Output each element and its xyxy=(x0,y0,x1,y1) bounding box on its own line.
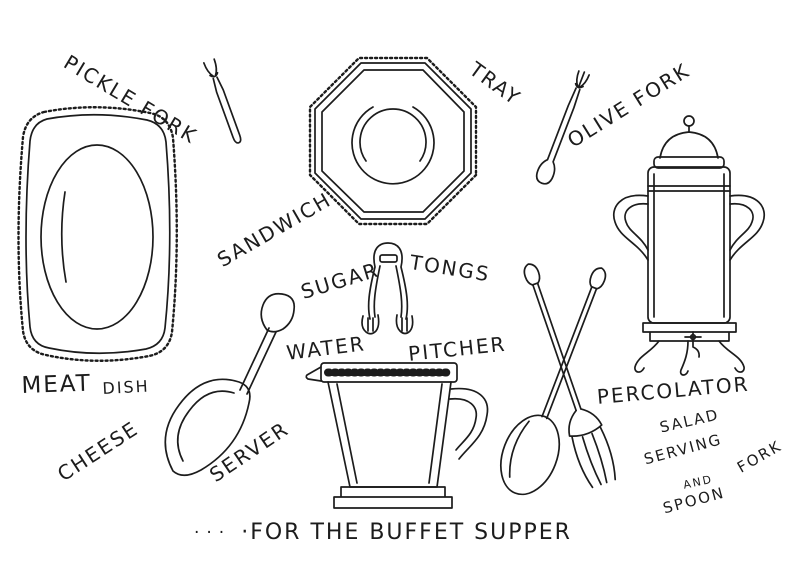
label-meat: MEAT xyxy=(21,370,93,399)
spoon-bowl-inner xyxy=(508,420,530,478)
olive-fork-tines xyxy=(574,70,590,89)
spoon-handle-end xyxy=(589,267,607,290)
label-dish: DISH xyxy=(102,376,151,398)
meat-dish-beaded-rim xyxy=(17,106,178,362)
tray-outer-edge xyxy=(314,62,472,220)
fork-shaft xyxy=(531,282,582,412)
percolator-drawing xyxy=(612,115,766,376)
tray-beaded-edge xyxy=(308,56,478,226)
caption: ··· ·FOR THE BUFFET SUPPER xyxy=(194,520,572,545)
percolator-legs xyxy=(634,340,745,376)
cheese-server-drawing xyxy=(164,292,296,477)
spoon-shaft xyxy=(541,285,598,420)
olive-fork-drawing xyxy=(535,70,590,185)
percolator-finial xyxy=(683,115,695,127)
tongs-claws xyxy=(361,314,414,335)
pitcher-body xyxy=(327,381,452,488)
sugar-tongs-drawing xyxy=(361,242,414,335)
salad-fork-drawing xyxy=(523,263,617,489)
percolator-spigot-valve xyxy=(689,333,697,341)
tongs-clip xyxy=(379,254,398,263)
pitcher-rim xyxy=(320,362,458,383)
fork-handle-end xyxy=(523,263,541,286)
olive-fork-handle xyxy=(535,87,581,185)
caption-dots: ··· xyxy=(194,522,232,543)
percolator-lid-flange xyxy=(653,156,725,169)
tongs-bow-and-arms xyxy=(367,242,409,320)
sandwich-tray-drawing xyxy=(308,56,478,226)
server-blade-inner xyxy=(176,390,235,462)
meat-dish-drawing xyxy=(17,106,178,362)
pickle-fork-handle xyxy=(212,76,242,144)
meat-dish-inner-rim xyxy=(25,113,171,355)
percolator-base xyxy=(642,322,737,342)
percolator-lid-dome xyxy=(659,131,719,159)
percolator-body-panels xyxy=(647,173,731,318)
meat-dish-highlight xyxy=(60,191,67,283)
salad-spoon-drawing xyxy=(500,267,607,496)
tray-center-arcs xyxy=(351,106,435,185)
percolator-handles xyxy=(612,194,766,261)
pitcher-handle xyxy=(449,387,489,460)
spoon-bowl xyxy=(500,414,561,496)
server-shaft xyxy=(239,327,277,395)
fork-head-and-tines xyxy=(568,408,617,489)
pitcher-spout xyxy=(305,366,322,382)
caption-text: ·FOR THE BUFFET SUPPER xyxy=(241,520,572,545)
pickle-fork-drawing xyxy=(202,58,242,144)
tray-inner-edge xyxy=(321,69,465,213)
meat-dish-well xyxy=(40,144,154,330)
pitcher-base xyxy=(333,486,453,509)
pickle-fork-tines xyxy=(202,58,219,78)
water-pitcher-drawing xyxy=(305,362,489,509)
server-handle-end xyxy=(260,292,296,333)
